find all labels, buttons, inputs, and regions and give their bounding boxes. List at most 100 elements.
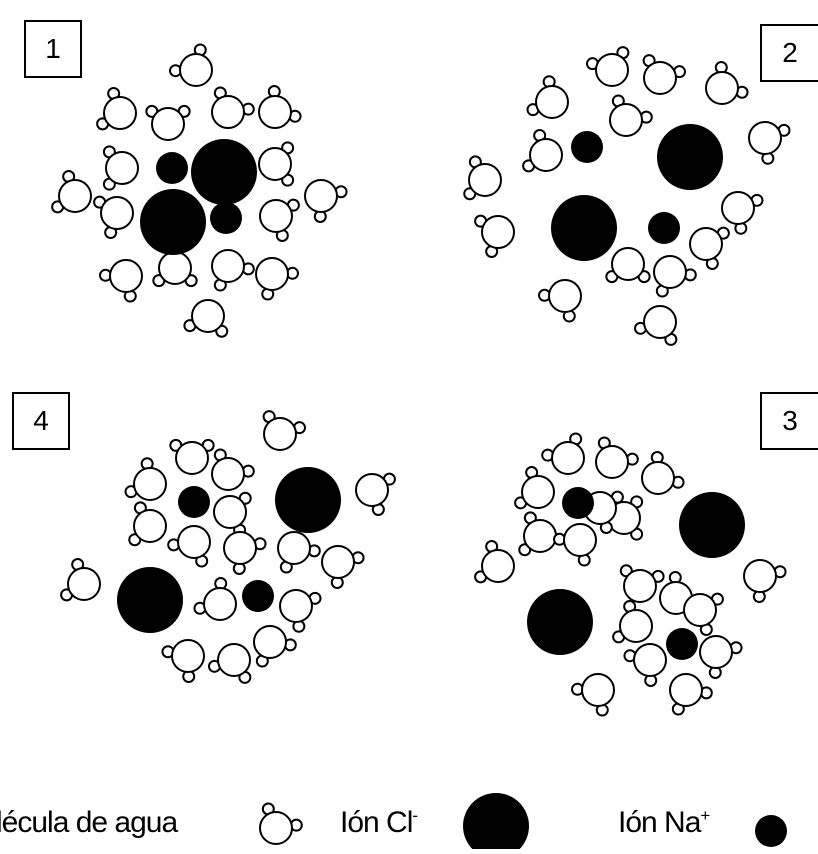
legend-water-label: lécula de agua	[0, 806, 178, 839]
oxygen-atom	[653, 255, 687, 289]
chloride-ion-icon	[657, 124, 723, 190]
oxygen-atom	[721, 191, 755, 225]
water-molecule-icon	[253, 625, 297, 668]
oxygen-atom	[523, 519, 557, 553]
oxygen-atom	[641, 461, 675, 495]
water-molecule-icon	[321, 545, 365, 589]
oxygen-atom	[643, 305, 677, 339]
oxygen-atom	[105, 151, 139, 185]
water-molecule-icon	[474, 540, 515, 584]
oxygen-atom	[611, 247, 645, 281]
oxygen-atom	[211, 249, 245, 283]
water-molecule-icon	[51, 170, 92, 214]
water-molecule-icon	[586, 46, 630, 87]
oxygen-atom	[175, 441, 209, 475]
chloride-ion-icon	[679, 492, 745, 558]
oxygen-atom	[213, 495, 247, 529]
water-molecule-icon	[641, 451, 685, 495]
chloride-ion-icon	[463, 793, 529, 854]
water-molecule-icon	[609, 94, 653, 137]
water-molecule-icon	[152, 251, 198, 288]
oxygen-atom	[689, 227, 723, 261]
water-molecule-icon	[721, 191, 764, 235]
water-molecule-icon	[538, 279, 582, 323]
panel-4	[60, 410, 396, 684]
oxygen-atom	[304, 179, 338, 213]
chloride-ion-icon	[191, 139, 257, 205]
oxygen-atom	[259, 199, 293, 233]
oxygen-atom	[67, 567, 101, 601]
oxygen-atom	[58, 179, 92, 213]
water-molecule-icon	[213, 491, 252, 537]
sodium-ion-icon	[571, 131, 603, 163]
oxygen-atom	[151, 107, 185, 141]
oxygen-atom	[609, 103, 643, 137]
water-molecule-icon	[541, 432, 585, 475]
water-molecule-icon	[748, 121, 791, 165]
oxygen-atom	[619, 609, 653, 643]
oxygen-atom	[100, 196, 134, 230]
water-molecule-icon	[571, 673, 615, 717]
water-molecule-icon	[258, 141, 295, 187]
legend-sodium-label: Ión Na+	[618, 806, 710, 839]
panel-2	[463, 46, 791, 346]
oxygen-atom	[355, 473, 389, 507]
water-molecule-icon	[634, 305, 678, 346]
water-molecule-icon	[689, 226, 730, 270]
sodium-ion-icon	[178, 486, 210, 518]
water-molecule-icon	[623, 643, 667, 687]
water-molecule-icon	[262, 410, 306, 451]
sodium-ion-icon	[562, 487, 594, 519]
oxygen-atom	[481, 215, 515, 249]
water-molecule-icon	[208, 643, 252, 684]
chloride-ion-icon	[117, 567, 183, 633]
water-molecule-icon	[699, 635, 743, 679]
water-molecule-icon	[259, 198, 300, 242]
water-molecule-icon	[669, 673, 713, 716]
water-molecule-icon	[169, 438, 215, 475]
water-molecule-icon	[304, 179, 348, 223]
oxygen-atom	[548, 279, 582, 313]
oxygen-atom	[203, 587, 237, 621]
water-molecule-icon	[355, 472, 396, 516]
legend	[259, 793, 787, 854]
water-molecule-icon	[279, 589, 322, 633]
oxygen-atom	[551, 441, 585, 475]
panel-label-4: 4	[12, 392, 70, 450]
oxygen-atom	[623, 569, 657, 603]
water-molecule-icon	[705, 61, 749, 105]
chloride-ion-icon	[275, 467, 341, 533]
oxygen-atom	[109, 259, 143, 293]
oxygen-atom	[705, 71, 739, 105]
water-molecule-icon	[183, 299, 229, 338]
oxygen-atom	[743, 559, 777, 593]
oxygen-atom	[211, 457, 245, 491]
oxygen-atom	[191, 299, 225, 333]
water-molecule-icon	[211, 448, 255, 491]
oxygen-atom	[259, 811, 293, 845]
panel-label-3: 3	[760, 392, 818, 450]
oxygen-atom	[258, 95, 292, 129]
panel-3	[474, 432, 787, 717]
water-molecule-icon	[653, 255, 697, 298]
oxygen-atom	[179, 53, 213, 87]
oxygen-atom	[211, 95, 245, 129]
water-molecule-icon	[277, 531, 321, 574]
oxygen-atom	[321, 545, 355, 579]
oxygen-atom	[563, 523, 597, 557]
chloride-ion-icon	[551, 195, 617, 261]
sodium-ion-icon	[755, 815, 787, 847]
water-molecule-icon	[102, 145, 139, 191]
water-molecule-icon	[124, 457, 167, 501]
water-molecule-icon	[223, 531, 267, 575]
sodium-ion-icon	[156, 152, 188, 184]
oxygen-atom	[481, 549, 515, 583]
sodium-ion-icon	[210, 202, 242, 234]
water-molecule-icon	[93, 195, 134, 239]
water-molecule-icon	[167, 525, 211, 568]
oxygen-atom	[595, 53, 629, 87]
water-molecule-icon	[96, 87, 137, 131]
oxygen-atom	[535, 85, 569, 119]
oxygen-atom	[748, 121, 782, 155]
